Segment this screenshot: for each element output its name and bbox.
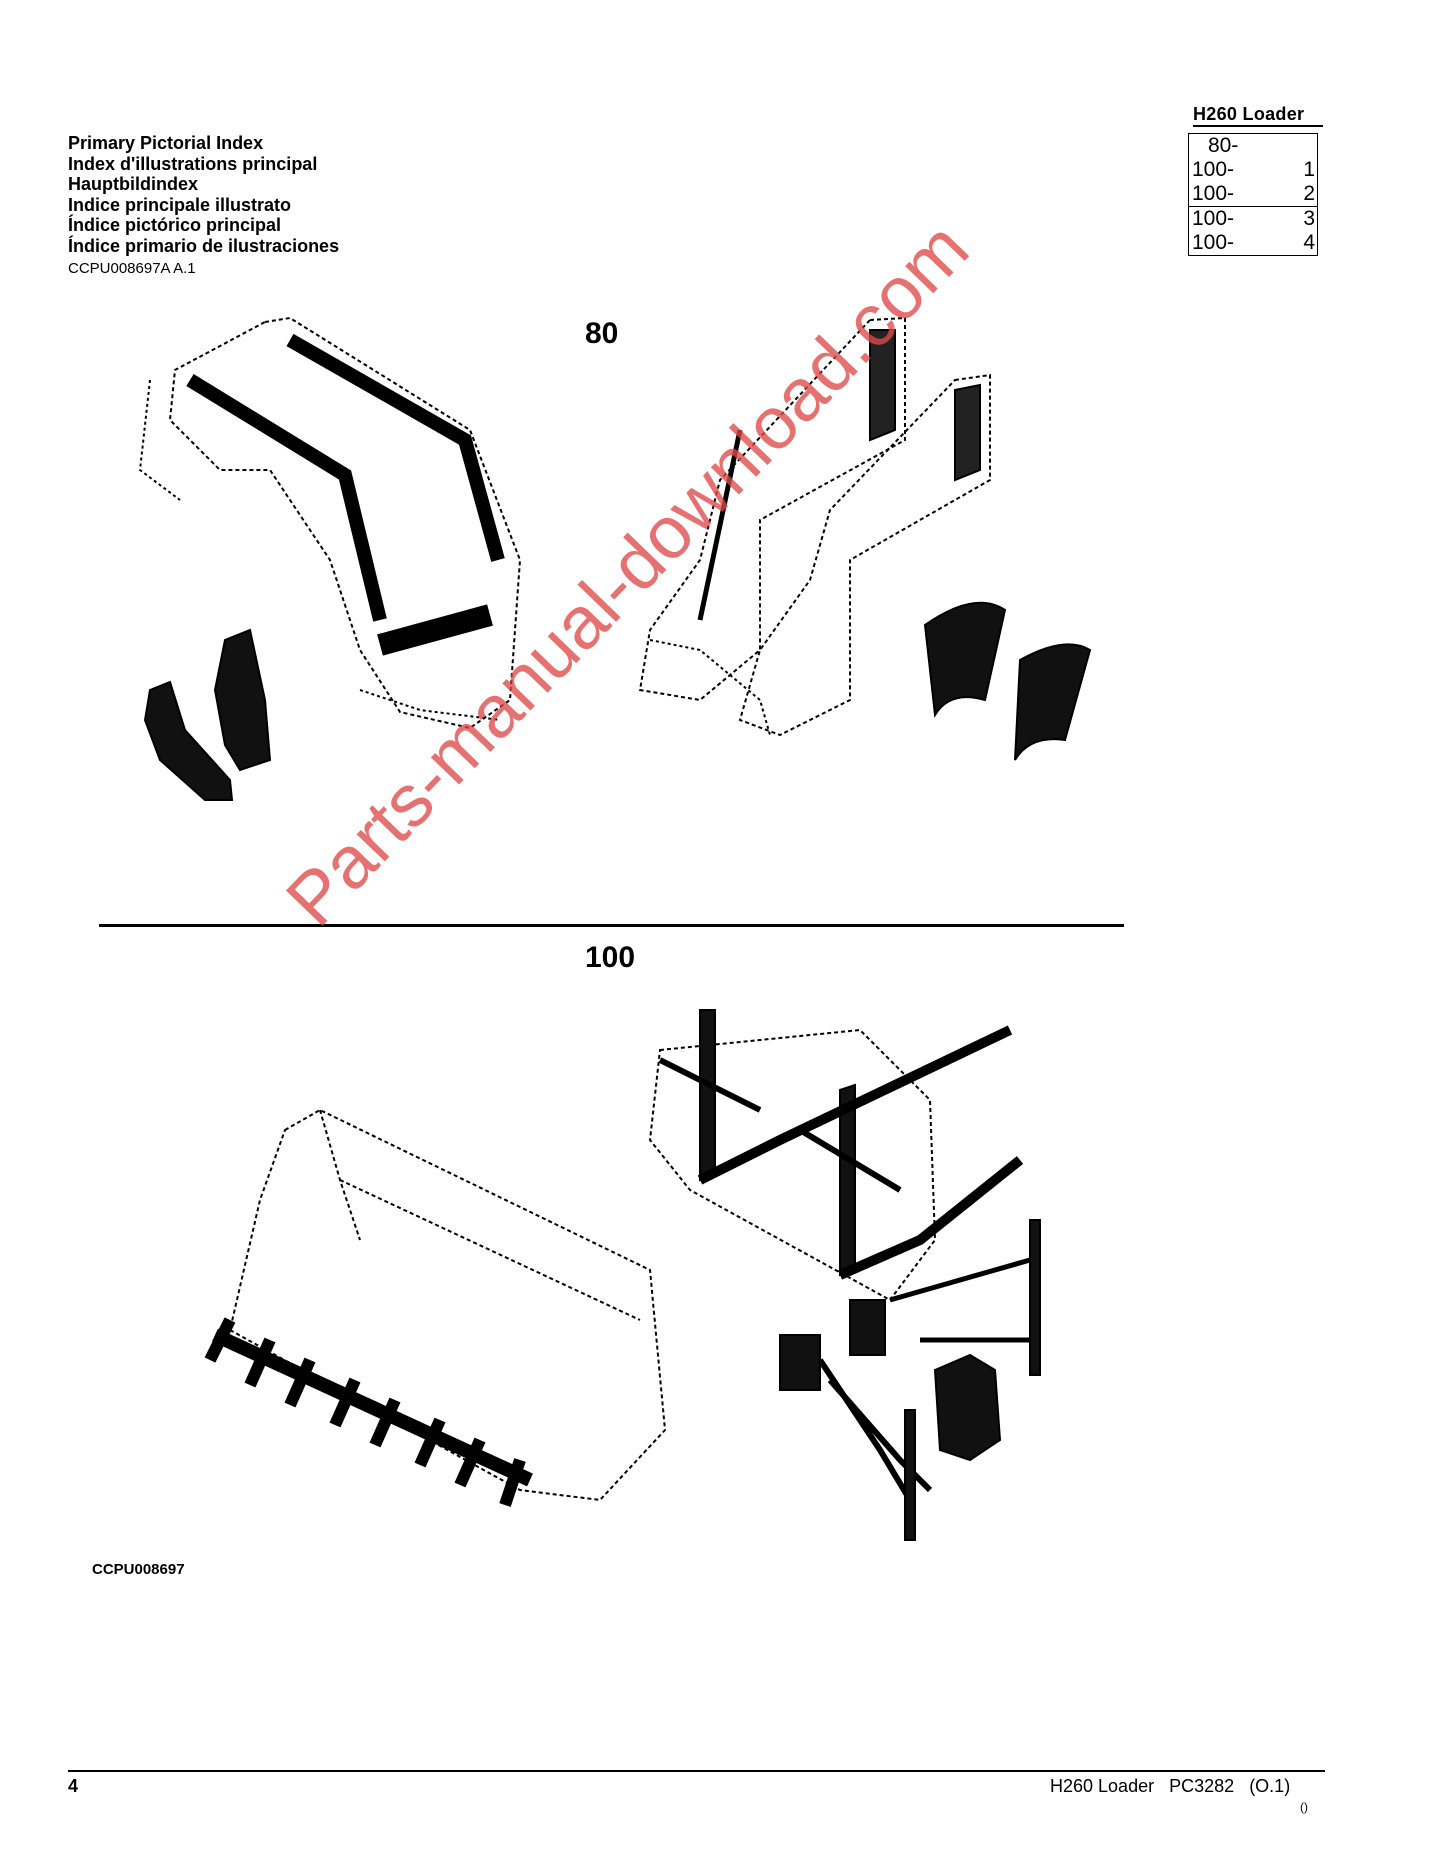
title-pt: Índice pictórico principal (68, 215, 282, 235)
index-section: 100- (1192, 182, 1235, 205)
title-es: Índice primario de ilustraciones (68, 235, 340, 256)
index-row[interactable]: 100- 1 (1189, 158, 1317, 182)
index-group-1: 80- 100- 1 100- 2 (1188, 133, 1318, 207)
footer-small: () (1300, 1800, 1308, 1814)
pallet-fork-frame-icon[interactable] (648, 1009, 1024, 1302)
index-group-2: 100- 3 100- 4 (1188, 207, 1318, 256)
loader-frame-left-icon[interactable] (138, 316, 522, 730)
illustration-reference: CCPU008697A A.1 (68, 260, 196, 277)
index-titles: Primary Pictorial Index Index d'illustra… (68, 133, 339, 256)
footer-title: H260 Loader (1050, 1776, 1155, 1796)
title-fr: Index d'illustrations principal (68, 153, 318, 174)
section-100-label[interactable]: 100 (585, 941, 636, 974)
index-section: 100- (1192, 207, 1235, 230)
section-80-label[interactable]: 80 (585, 317, 619, 350)
footer-rule (68, 1770, 1325, 1772)
mount-bar-icon[interactable] (779, 1334, 933, 1541)
fork-stabilizer-icon[interactable] (849, 1219, 1041, 1376)
document-header-title: H260 Loader (1193, 104, 1305, 124)
figure-code: CCPU008697 (92, 1561, 185, 1578)
index-row[interactable]: 100- 2 (1189, 182, 1317, 206)
index-section: 100- (1192, 158, 1235, 181)
bucket-icon[interactable] (228, 1108, 667, 1502)
section-index-table: 80- 100- 1 100- 2 100- 3 100- 4 (1188, 133, 1318, 256)
footer-info: H260 Loader PC3282 (O.1) (1050, 1776, 1290, 1797)
loader-frame-right-icon[interactable] (638, 316, 991, 737)
footer-doc: PC3282 (1169, 1776, 1235, 1796)
title-de: Hauptbildindex (68, 174, 198, 194)
index-section: 80- (1208, 134, 1239, 157)
title-en: Primary Pictorial Index (68, 133, 264, 153)
footer-revision: (O.1) (1249, 1776, 1291, 1796)
clamp-icon[interactable] (933, 1353, 1002, 1462)
fender-guard-icon[interactable] (923, 601, 1092, 761)
index-section: 100- (1192, 231, 1235, 254)
index-row[interactable]: 100- 3 (1189, 207, 1317, 231)
section-divider (99, 924, 1124, 927)
mounting-bracket-icon[interactable] (143, 628, 272, 801)
index-page: 1 (1303, 158, 1315, 181)
index-row[interactable]: 100- 4 (1189, 231, 1317, 255)
page-number: 4 (68, 1776, 79, 1796)
index-page: 4 (1303, 231, 1315, 254)
index-page: 2 (1303, 182, 1315, 205)
bucket-teeth-icon[interactable] (204, 1317, 533, 1507)
index-page: 3 (1303, 207, 1315, 230)
header-rule (1193, 125, 1323, 127)
title-it: Indice principale illustrato (68, 194, 292, 215)
index-row[interactable]: 80- (1189, 134, 1317, 158)
